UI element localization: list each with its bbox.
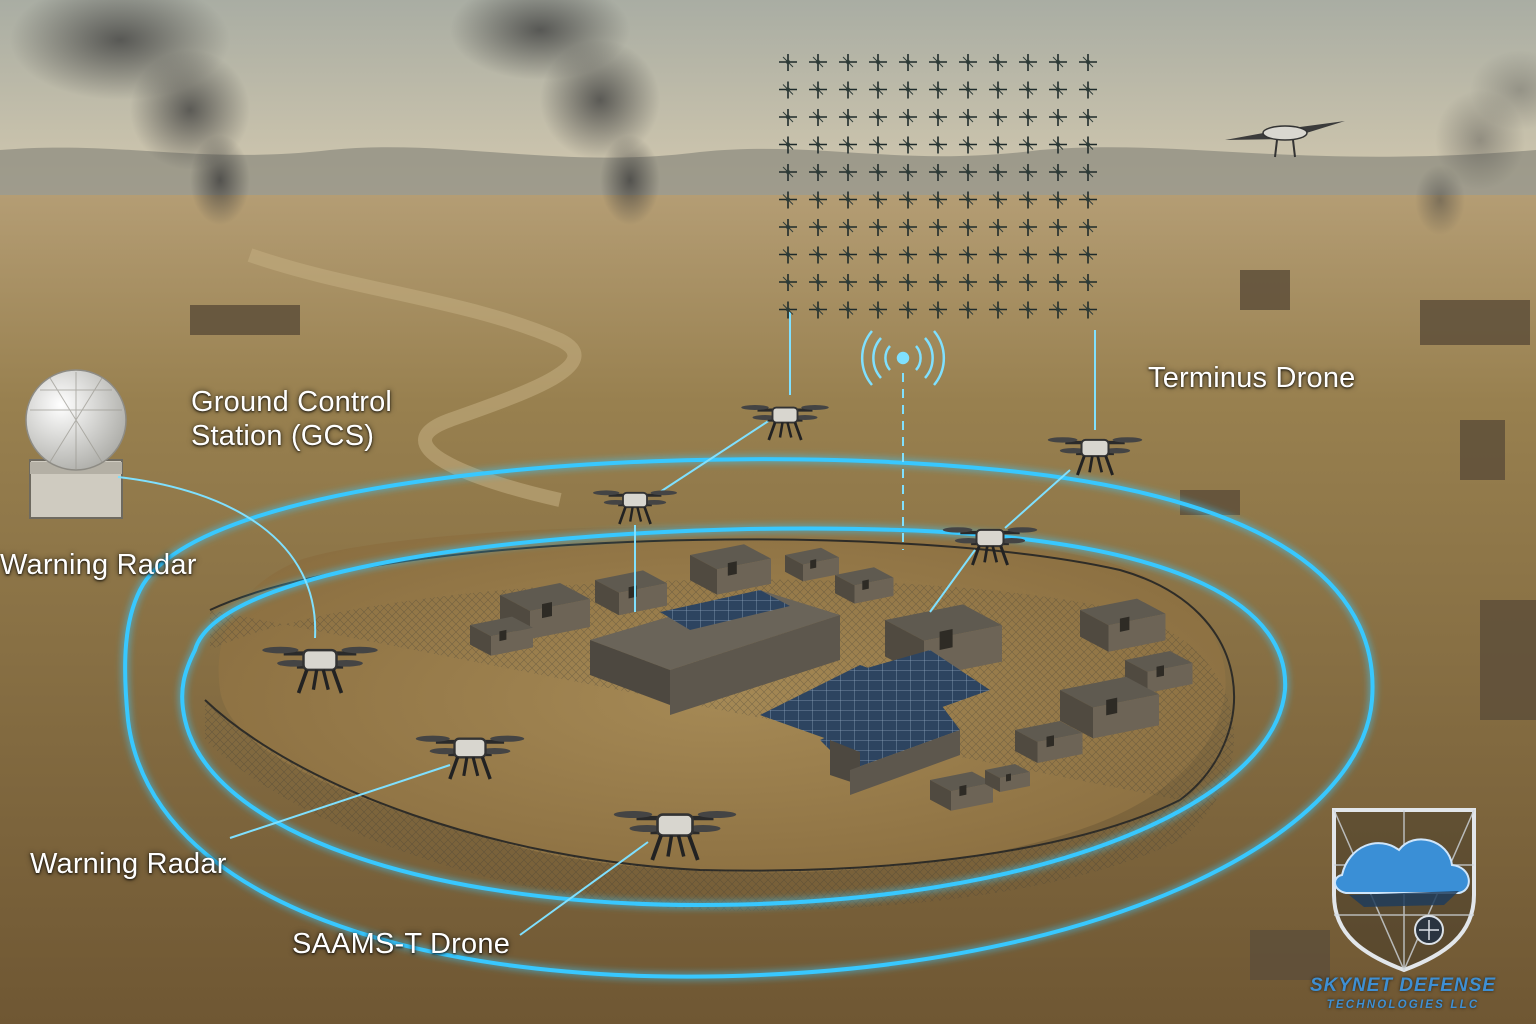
logo-line2: TECHNOLOGIES LLC (1278, 999, 1528, 1011)
radar-dome (26, 370, 126, 518)
terminus-drone-label: Terminus Drone (1148, 361, 1356, 395)
ground-control-label-line1: Ground Control (191, 385, 392, 419)
ground-control-label-line2: Station (GCS) (191, 419, 392, 453)
warning-radar-label-bottom: Warning Radar (30, 847, 227, 881)
saams-t-drone-label: SAAMS-T Drone (292, 927, 510, 961)
warning-radar-label-top: Warning Radar (0, 548, 197, 582)
ground-control-station-label: Ground Control Station (GCS) (191, 385, 392, 453)
logo-line1: SKYNET DEFENSE (1278, 975, 1528, 997)
company-logo-text: SKYNET DEFENSE TECHNOLOGIES LLC (1278, 975, 1528, 1011)
